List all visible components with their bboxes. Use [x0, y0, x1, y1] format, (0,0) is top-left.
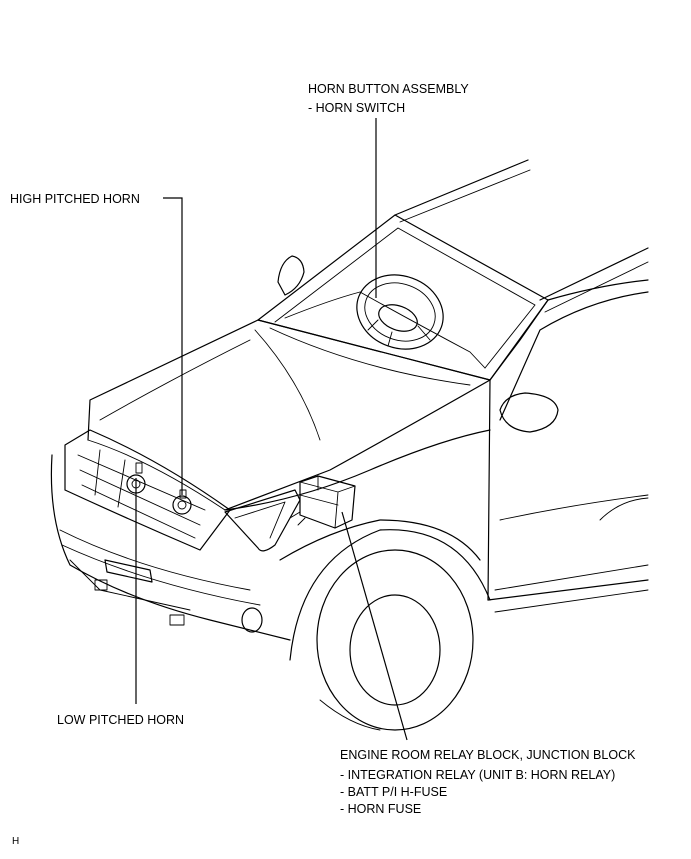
front-fender — [224, 429, 491, 511]
hood-front-lip — [87, 439, 226, 511]
hood-left-edge — [87, 319, 259, 441]
a-pillar — [489, 299, 549, 381]
headlamp-inner — [234, 501, 286, 539]
bumper-line-2 — [61, 544, 261, 606]
hood-crease-center — [254, 329, 321, 441]
steering-wheel — [356, 274, 444, 350]
rocker-step — [494, 564, 649, 613]
door-crease — [499, 494, 649, 521]
side-mirror — [499, 392, 559, 433]
fog-lamp — [241, 607, 263, 633]
interior-mirror — [277, 255, 305, 296]
bumper-line-1 — [59, 529, 251, 591]
label-high-pitched-horn: HIGH PITCHED HORN — [10, 192, 140, 206]
fender-lower — [279, 519, 481, 561]
relay-block — [289, 475, 356, 529]
front-door-top — [547, 279, 649, 301]
label-relay-item-1: - INTEGRATION RELAY (UNIT B: HORN RELAY) — [340, 768, 615, 782]
front-bumper — [50, 454, 291, 641]
wheel-arch — [289, 529, 491, 661]
front-rim — [349, 594, 441, 706]
tire-ground — [319, 699, 381, 731]
bumper-slot-2 — [169, 614, 185, 626]
license-bracket — [104, 559, 153, 583]
leader-relay-block — [341, 511, 408, 741]
door-line-front — [487, 379, 491, 601]
rocker-panel — [487, 579, 649, 601]
leader-high-pitched — [163, 197, 183, 495]
hood-crease-right — [269, 327, 471, 386]
rear-roof-line-2 — [544, 261, 649, 313]
hood-right-edge — [224, 379, 491, 511]
label-low-pitched-horn: LOW PITCHED HORN — [57, 713, 184, 727]
bumper-slot-1 — [94, 579, 108, 591]
label-relay-block-title: ENGINE ROOM RELAY BLOCK, JUNCTION BLOCK — [340, 748, 636, 762]
front-grille — [64, 429, 231, 551]
label-relay-item-2: - BATT P/I H-FUSE — [340, 785, 447, 799]
rear-arch-hint — [599, 497, 649, 521]
hood-crease-left — [99, 339, 251, 421]
labels: HORN BUTTON ASSEMBLY - HORN SWITCH HIGH … — [10, 82, 636, 847]
label-horn-button-sub: - HORN SWITCH — [308, 101, 405, 115]
rear-roof-line — [539, 247, 649, 301]
hood-rear-edge — [257, 319, 491, 381]
windshield-frame — [257, 214, 549, 381]
headlamp — [224, 489, 301, 552]
roof-line — [394, 159, 529, 216]
side-window — [499, 291, 649, 421]
front-tire — [316, 549, 474, 731]
roof-line-inner — [399, 169, 531, 223]
windshield-inner — [274, 227, 536, 369]
label-relay-item-3: - HORN FUSE — [340, 802, 421, 816]
leader-lines — [135, 118, 408, 741]
label-horn-button-title: HORN BUTTON ASSEMBLY — [308, 82, 469, 96]
corner-code: H — [12, 836, 19, 847]
high-pitched-horn — [172, 489, 192, 515]
vehicle-illustration — [50, 159, 649, 731]
dashboard-line — [284, 291, 486, 369]
